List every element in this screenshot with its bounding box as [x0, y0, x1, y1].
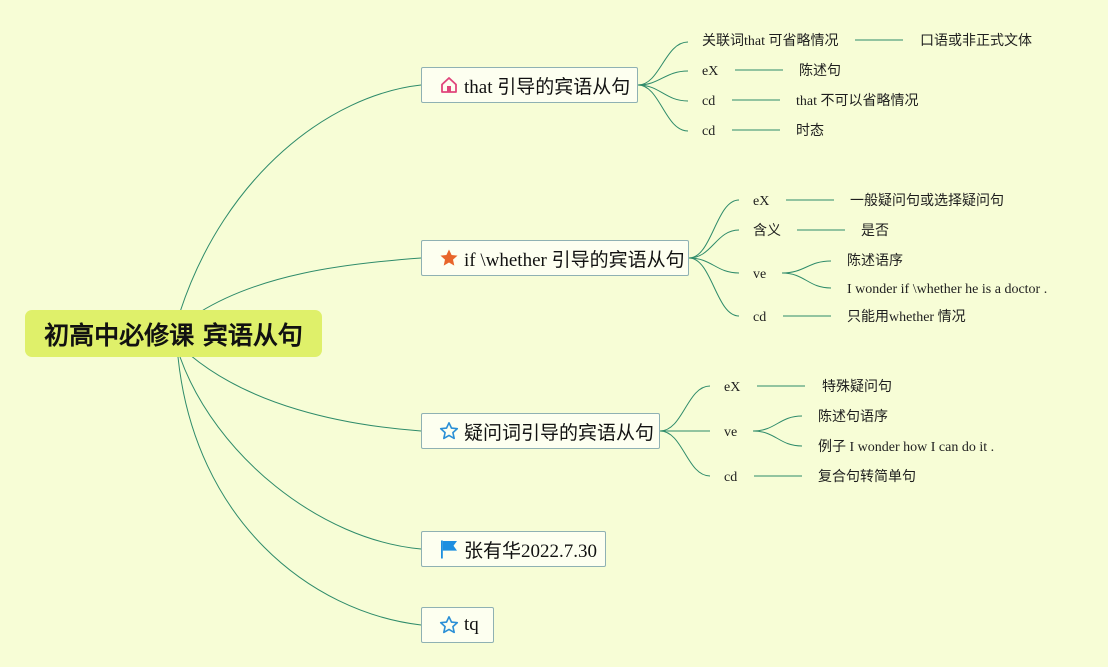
connector-root-branch: [177, 356, 422, 626]
branch-that-clause[interactable]: that 引导的宾语从句: [421, 67, 638, 103]
branch-label: 张有华2022.7.30: [464, 540, 598, 562]
connector-branch-sub: [688, 257, 740, 317]
branch-label: 疑问词引导的宾语从句: [464, 422, 655, 444]
sub-topic-value[interactable]: that 不可以省略情况: [796, 94, 919, 109]
sub-topic-value[interactable]: 只能用whether 情况: [847, 310, 966, 325]
connector-branch-sub: [688, 199, 740, 259]
sub-topic[interactable]: ve: [724, 425, 738, 440]
connector-branch-sub: [637, 70, 689, 86]
sub-topic[interactable]: eX: [702, 64, 719, 79]
sub-topic-value[interactable]: 陈述句: [799, 64, 841, 79]
sub-topic-value[interactable]: 时态: [796, 124, 824, 139]
root-topic-label: 初高中必修课 宾语从句: [44, 320, 303, 350]
branch-label: that 引导的宾语从句: [464, 76, 631, 98]
branch-wh-word-clause[interactable]: 疑问词引导的宾语从句: [421, 413, 660, 449]
sub-topic-value[interactable]: 例子 I wonder how I can do it .: [818, 440, 995, 455]
sub-topic-value[interactable]: 口语或非正式文体: [920, 34, 1032, 49]
sub-topic-value[interactable]: 陈述语序: [847, 254, 903, 269]
house-icon: [439, 75, 459, 95]
connector-sub-value: [752, 415, 803, 432]
star-filled-icon: [439, 248, 459, 268]
connector-root-branch: [189, 354, 422, 432]
root-topic[interactable]: 初高中必修课 宾语从句: [25, 310, 322, 357]
connector-branch-sub: [659, 430, 711, 477]
branch-if-whether-clause[interactable]: if \whether 引导的宾语从句: [421, 240, 689, 276]
sub-topic[interactable]: cd: [753, 310, 767, 325]
branch-author-date[interactable]: 张有华2022.7.30: [421, 531, 606, 567]
connector-sub-value: [752, 430, 803, 447]
sub-topic-value[interactable]: I wonder if \whether he is a doctor .: [847, 282, 1048, 297]
sub-topic-value[interactable]: 陈述句语序: [818, 410, 888, 425]
sub-topic-value[interactable]: 是否: [861, 224, 889, 239]
sub-topic[interactable]: cd: [702, 124, 716, 139]
branch-label: tq: [464, 614, 479, 635]
branch-label: if \whether 引导的宾语从句: [464, 249, 685, 271]
star-outline-icon: [439, 615, 459, 635]
connector-branch-sub: [659, 385, 711, 432]
connector-root-branch: [199, 257, 422, 313]
sub-topic[interactable]: ve: [753, 267, 767, 282]
sub-topic[interactable]: cd: [702, 94, 716, 109]
connector-branch-sub: [637, 41, 689, 86]
connector-root-branch: [179, 84, 422, 313]
connector-root-branch: [179, 356, 422, 550]
flag-icon: [439, 539, 459, 559]
connector-branch-sub: [688, 257, 740, 274]
branch-tq[interactable]: tq: [421, 607, 494, 643]
sub-topic[interactable]: 含义: [753, 224, 781, 239]
connector-branch-sub: [637, 84, 689, 132]
star-outline-icon: [439, 421, 459, 441]
sub-topic-value[interactable]: 一般疑问句或选择疑问句: [850, 194, 1004, 209]
sub-topic[interactable]: eX: [724, 380, 741, 395]
sub-topic[interactable]: 关联词that 可省略情况: [702, 34, 839, 49]
sub-topic-value[interactable]: 特殊疑问句: [822, 380, 892, 395]
sub-topic[interactable]: cd: [724, 470, 738, 485]
sub-topic-value[interactable]: 复合句转简单句: [818, 470, 916, 485]
connector-sub-value: [781, 260, 832, 274]
connector-branch-sub: [688, 229, 740, 259]
sub-topic[interactable]: eX: [753, 194, 770, 209]
connector-sub-value: [781, 272, 832, 289]
